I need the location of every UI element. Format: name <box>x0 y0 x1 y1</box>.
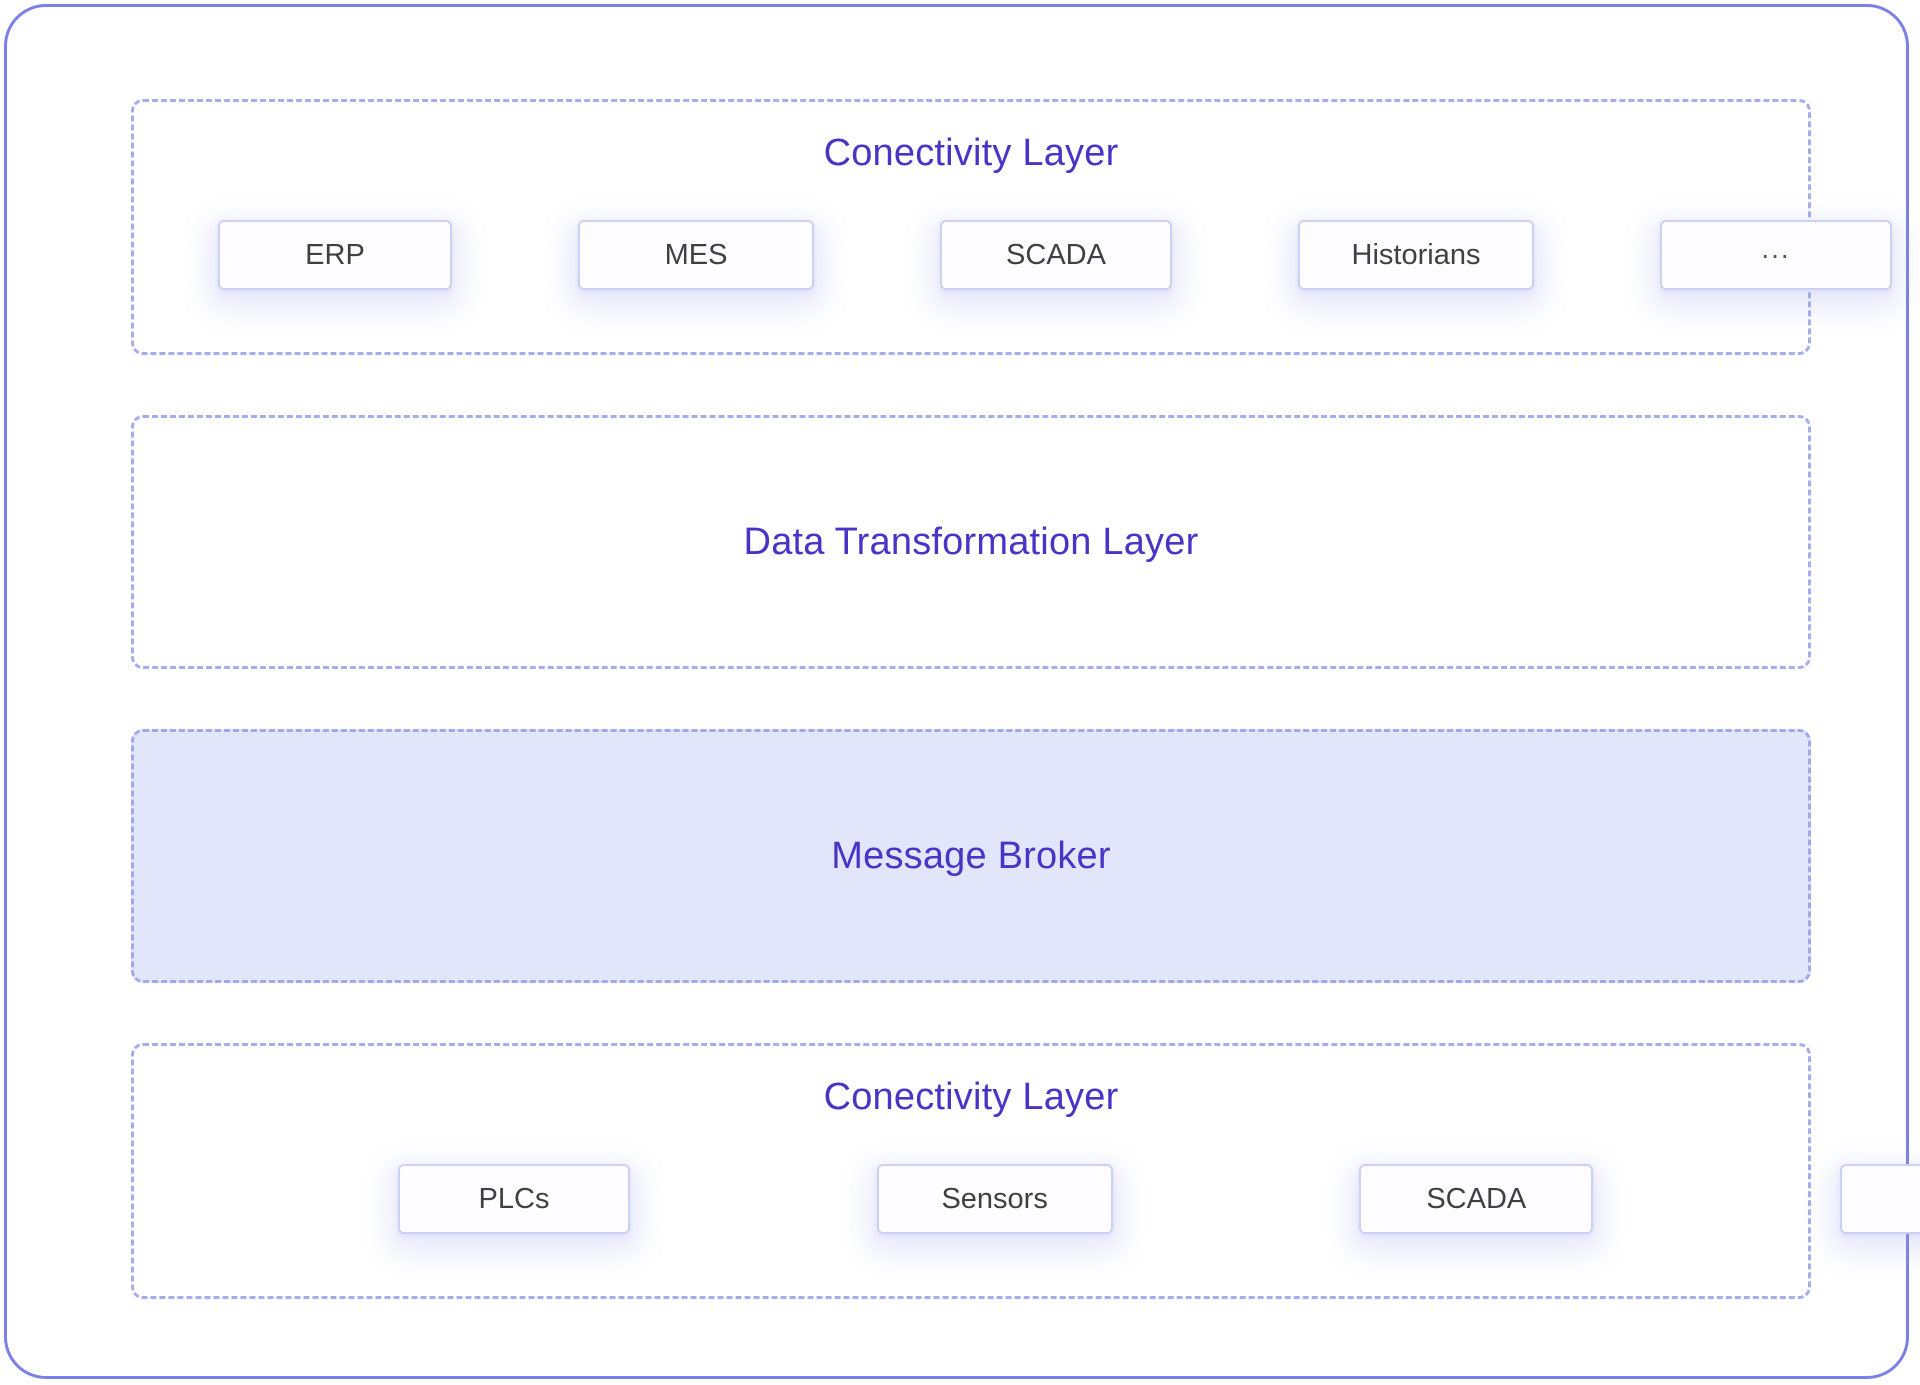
layer-title-connectivity-top: Conectivity Layer <box>823 132 1119 174</box>
layer-title-data-transformation: Data Transformation Layer <box>743 521 1199 563</box>
chip-scada-top-label: SCADA <box>1006 238 1106 271</box>
chip-plcs[interactable]: PLCs <box>398 1164 630 1234</box>
layer-connectivity-top[interactable]: Conectivity Layer ERP MES SCADA Historia… <box>131 99 1892 355</box>
chip-row-connectivity-top: ERP MES SCADA Historians ... <box>134 220 1920 290</box>
chip-more-bottom[interactable]: ... <box>1839 1164 1920 1234</box>
diagram-outer-frame: Conectivity Layer ERP MES SCADA Historia… <box>4 4 1920 1379</box>
layer-data-transformation[interactable]: Data Transformation Layer <box>131 415 1811 669</box>
chip-more-top[interactable]: ... <box>1660 220 1892 290</box>
chip-historians-label: Historians <box>1351 238 1481 271</box>
chip-more-top-label: ... <box>1761 233 1791 264</box>
layer-title-message-broker: Message Broker <box>831 835 1111 877</box>
chip-mes[interactable]: MES <box>578 220 814 290</box>
chip-sensors[interactable]: Sensors <box>876 1164 1113 1234</box>
chip-scada-top[interactable]: SCADA <box>940 220 1172 290</box>
chip-row-connectivity-bottom: PLCs Sensors SCADA ... <box>134 1164 1920 1234</box>
chip-mes-label: MES <box>664 238 728 271</box>
chip-plcs-label: PLCs <box>478 1182 550 1215</box>
chip-scada-bottom[interactable]: SCADA <box>1359 1164 1594 1234</box>
chip-erp-label: ERP <box>305 238 365 271</box>
chip-erp[interactable]: ERP <box>218 220 452 290</box>
layer-title-connectivity-bottom: Conectivity Layer <box>823 1076 1119 1118</box>
chip-sensors-label: Sensors <box>941 1182 1048 1215</box>
layer-message-broker[interactable]: Message Broker <box>131 729 1811 983</box>
chip-historians[interactable]: Historians <box>1298 220 1534 290</box>
chip-scada-bottom-label: SCADA <box>1426 1182 1527 1215</box>
layer-connectivity-bottom[interactable]: Conectivity Layer PLCs Sensors SCADA ... <box>131 1043 1920 1299</box>
